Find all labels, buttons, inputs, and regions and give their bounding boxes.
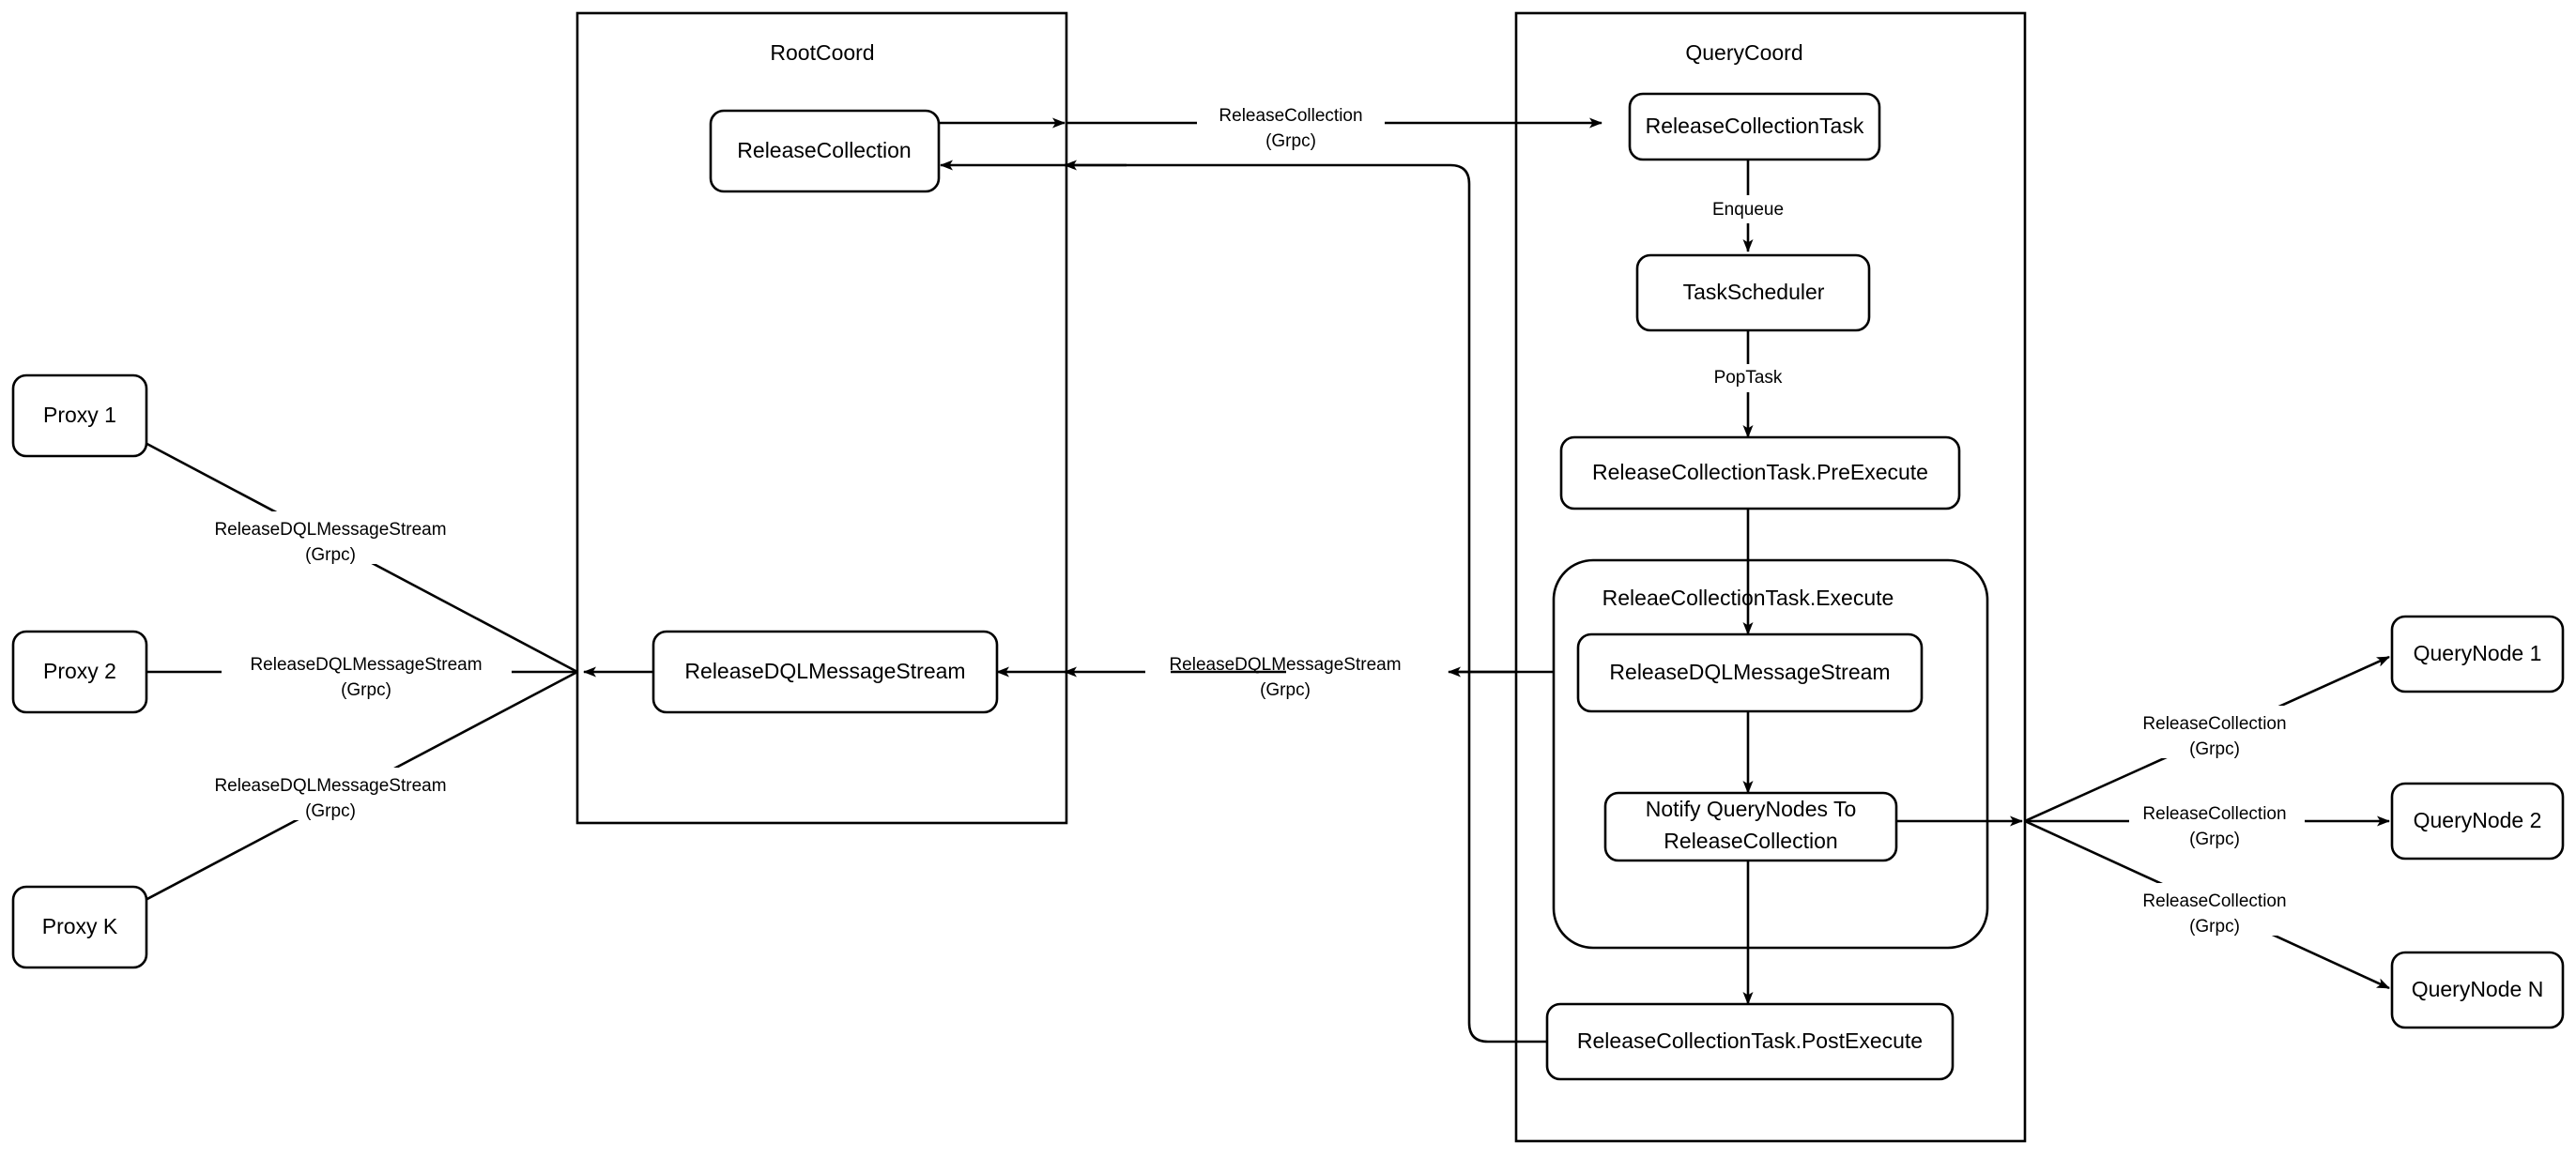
- qc-task-scheduler-box[interactable]: [1635, 253, 1871, 332]
- edge-label-proxyk-line2: (Grpc): [305, 801, 356, 821]
- qc-notify-label-line2: ReleaseCollection: [1664, 829, 1837, 853]
- edge-notify-to-querynode1: ReleaseCollection (Grpc): [2024, 655, 2390, 823]
- edge-rc-releasedql-to-proxy1: ReleaseDQLMessageStream (Grpc): [93, 414, 578, 674]
- edge-label-querynoden-line1: ReleaseCollection: [2142, 891, 2286, 911]
- edge-label-release-dql-grpc-mid-line1: ReleaseDQLMessageStream: [1169, 655, 1401, 675]
- group-rootcoord: RootCoord: [575, 11, 1068, 825]
- edge-label-querynoden-line2: (Grpc): [2189, 917, 2240, 937]
- group-execute: ReleaeCollectionTask.Execute: [1552, 558, 1989, 950]
- qc-post-execute-box[interactable]: [1545, 1002, 1955, 1081]
- qc-release-dql-label: ReleaseDQLMessageStream: [1609, 660, 1890, 684]
- edge-label-release-collection-grpc-line2: (Grpc): [1265, 131, 1316, 151]
- edge-scheduler-to-preexecute: PopTask: [1695, 330, 1802, 438]
- edge-rc-releasedql-to-proxyk: ReleaseDQLMessageStream (Grpc): [93, 670, 578, 929]
- edge-label-proxy2-line1: ReleaseDQLMessageStream: [250, 655, 482, 675]
- rc-release-collection-box[interactable]: [709, 109, 941, 193]
- node-qc-task-scheduler[interactable]: TaskScheduler: [1635, 253, 1871, 332]
- edge-label-proxy1-line2: (Grpc): [305, 545, 356, 565]
- edge-notify-to-querynoden: ReleaseCollection (Grpc): [2024, 819, 2390, 990]
- qc-notify-label-line1: Notify QueryNodes To: [1646, 797, 1857, 821]
- edge-label-proxy1-line1: ReleaseDQLMessageStream: [214, 520, 446, 540]
- rc-release-collection-label: ReleaseCollection: [737, 138, 911, 162]
- node-proxyk[interactable]: Proxy K: [11, 885, 148, 969]
- qc-release-dql-box[interactable]: [1576, 632, 1924, 713]
- edge-label-release-collection-grpc-line1: ReleaseCollection: [1219, 106, 1362, 126]
- edge-rootcoord-to-querycoord: ReleaseCollection (Grpc): [939, 106, 1602, 151]
- edge-label-proxyk-line1: ReleaseDQLMessageStream: [214, 776, 446, 796]
- node-querynode1[interactable]: QueryNode 1: [2390, 615, 2565, 693]
- edge-notify-to-querynode2: ReleaseCollection (Grpc): [2025, 804, 2390, 849]
- edge-label-querynode2-line2: (Grpc): [2189, 830, 2240, 849]
- node-qc-pre-execute[interactable]: ReleaseCollectionTask.PreExecute: [1559, 435, 1961, 510]
- edge-task-to-scheduler: Enqueue Enqueue: [1695, 160, 1801, 252]
- querycoord-container: [1514, 11, 2027, 1143]
- edge-querycoord-return-to-rootcoord: [940, 160, 1547, 1044]
- rootcoord-container: [575, 11, 1068, 825]
- node-qc-post-execute[interactable]: ReleaseCollectionTask.PostExecute: [1545, 1002, 1955, 1081]
- edge-label-poptask: PopTask: [1714, 368, 1783, 388]
- qc-release-collection-task-box[interactable]: [1628, 92, 1881, 161]
- rootcoord-title: RootCoord: [770, 40, 874, 65]
- edge-rc-releasedql-to-proxy2: ReleaseDQLMessageStream (Grpc): [93, 655, 577, 700]
- edge-label-enqueue-text: Enqueue: [1712, 200, 1784, 220]
- querynode1-label: QueryNode 1: [2414, 641, 2542, 665]
- querycoord-title: QueryCoord: [1685, 40, 1802, 65]
- execute-container: [1552, 558, 1989, 950]
- querynode2-box[interactable]: [2390, 782, 2565, 861]
- node-rc-release-collection[interactable]: ReleaseCollection: [709, 109, 941, 193]
- rc-release-dql-label: ReleaseDQLMessageStream: [684, 659, 965, 683]
- qc-pre-execute-box[interactable]: [1559, 435, 1961, 510]
- proxy2-label: Proxy 2: [43, 659, 116, 683]
- proxyk-label: Proxy K: [42, 914, 118, 938]
- querynoden-label: QueryNode N: [2412, 977, 2544, 1001]
- edge-label-proxy2-line2: (Grpc): [341, 680, 391, 700]
- edge-label-release-dql-grpc-mid-line2: (Grpc): [1260, 680, 1311, 700]
- edge-label-querynode1-line2: (Grpc): [2189, 739, 2240, 759]
- node-qc-release-dql[interactable]: ReleaseDQLMessageStream: [1576, 632, 1924, 713]
- edge-label-querynode1-line1: ReleaseCollection: [2142, 714, 2286, 734]
- qc-pre-execute-label: ReleaseCollectionTask.PreExecute: [1592, 460, 1928, 484]
- qc-notify-box[interactable]: [1603, 791, 1898, 862]
- node-querynoden[interactable]: QueryNode N: [2390, 951, 2565, 1029]
- group-querycoord: QueryCoord: [1514, 11, 2027, 1143]
- node-qc-release-collection-task[interactable]: ReleaseCollectionTask: [1628, 92, 1881, 161]
- qc-post-execute-label: ReleaseCollectionTask.PostExecute: [1577, 1028, 1923, 1053]
- querynode1-box[interactable]: [2390, 615, 2565, 693]
- edge-qc-releasedql-to-rc-releasedql: ReleaseDQLMessageStream (Grpc): [996, 655, 1554, 700]
- edge-label-querynode2-line1: ReleaseCollection: [2142, 804, 2286, 824]
- querynoden-box[interactable]: [2390, 951, 2565, 1029]
- proxy2-box[interactable]: [11, 630, 148, 714]
- node-proxy1[interactable]: Proxy 1: [11, 373, 148, 458]
- proxy1-label: Proxy 1: [43, 403, 116, 427]
- querynode2-label: QueryNode 2: [2414, 808, 2542, 832]
- qc-task-scheduler-label: TaskScheduler: [1683, 280, 1825, 304]
- node-querynode2[interactable]: QueryNode 2: [2390, 782, 2565, 861]
- node-proxy2[interactable]: Proxy 2: [11, 630, 148, 714]
- qc-release-collection-task-label: ReleaseCollectionTask: [1646, 114, 1864, 138]
- proxyk-box[interactable]: [11, 885, 148, 969]
- node-rc-release-dql[interactable]: ReleaseDQLMessageStream: [652, 630, 999, 714]
- rc-release-dql-box[interactable]: [652, 630, 999, 714]
- proxy1-box[interactable]: [11, 373, 148, 458]
- node-qc-notify[interactable]: Notify QueryNodes To ReleaseCollection: [1603, 791, 1898, 862]
